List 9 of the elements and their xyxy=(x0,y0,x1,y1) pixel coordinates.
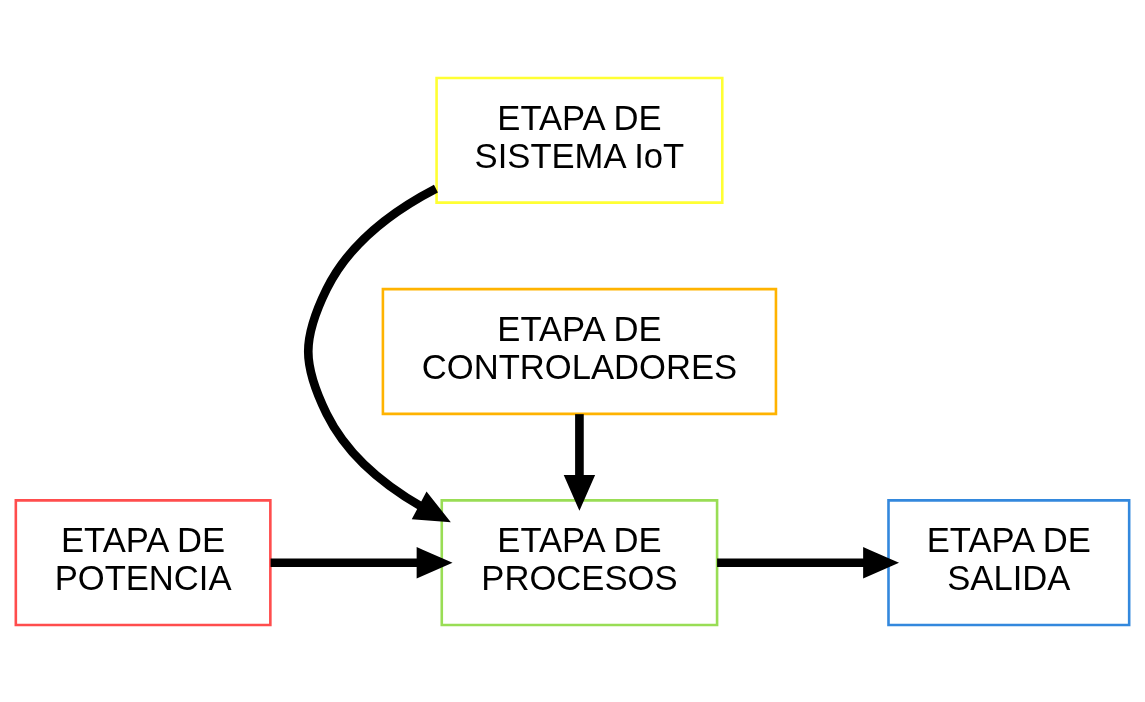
node-box: ETAPA DE CONTROLADORES xyxy=(381,287,778,415)
node-box: ETAPA DE POTENCIA xyxy=(14,498,272,626)
node-box: ETAPA DE SALIDA xyxy=(887,498,1131,626)
node-box: ETAPA DE SISTEMA IoT xyxy=(435,76,724,204)
arrow xyxy=(270,546,453,578)
arrow xyxy=(717,546,900,578)
arrow xyxy=(563,413,596,511)
node-box: ETAPA DE PROCESOS xyxy=(440,498,719,626)
arrow xyxy=(304,184,451,522)
